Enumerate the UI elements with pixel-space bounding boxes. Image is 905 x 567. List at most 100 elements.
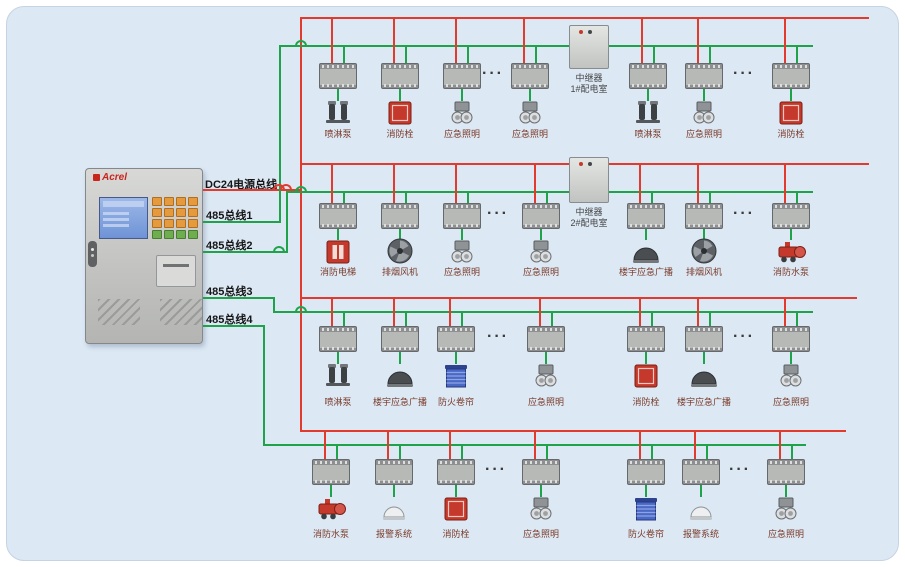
- bus-stub-line: [709, 311, 711, 326]
- panel-printer: [156, 255, 196, 287]
- device-drop-line: [455, 485, 457, 497]
- emergency-light-icon: [530, 358, 562, 388]
- diagram-layer: Acrel DC24电源总线 485总线1 485总线2 485总线3 485总…: [7, 7, 898, 560]
- wire-crossing-icon: [280, 184, 292, 190]
- device-drop-line: [461, 89, 463, 101]
- repeater-cabinet: [569, 157, 609, 203]
- bus-stub-line: [651, 191, 653, 203]
- device-drop-line: [393, 485, 395, 497]
- bus-stub-line: [399, 444, 401, 459]
- brand-text: Acrel: [102, 172, 128, 183]
- power-stub-line: [539, 297, 541, 326]
- power-stub-line: [641, 17, 643, 63]
- keypad-button: [176, 230, 186, 239]
- power-stub-line: [697, 163, 699, 203]
- rs485-line: [203, 251, 288, 253]
- device-label: 应急照明: [767, 529, 804, 539]
- repeater-name-label: 中继器: [575, 207, 603, 217]
- monitor-module: [772, 326, 810, 352]
- label-485-bus-2: 485总线2: [206, 240, 253, 252]
- bus-stub-line: [546, 191, 548, 203]
- power-stub-line: [393, 297, 395, 326]
- monitor-module: [319, 63, 357, 89]
- keypad-button: [164, 230, 174, 239]
- ellipsis: ···: [485, 461, 507, 478]
- device-drop-line: [645, 229, 647, 240]
- device-label: 楼宇应急广播: [676, 397, 731, 407]
- device-drop-line: [700, 485, 702, 497]
- device-label: 消防栓: [632, 397, 660, 407]
- panel-keypad: [152, 197, 198, 239]
- keypad-button: [188, 208, 198, 217]
- bus-stub-line: [405, 311, 407, 326]
- bus-stub-line: [651, 444, 653, 459]
- device-label: 消防栓: [777, 129, 805, 139]
- power-stub-line: [393, 163, 395, 203]
- monitor-module: [319, 203, 357, 229]
- device-label: 喷淋泵: [324, 129, 352, 139]
- bus-stub-line: [551, 311, 553, 326]
- keypad-button: [164, 219, 174, 228]
- bus-stub-line: [336, 444, 338, 459]
- smoke-fan-icon: [688, 234, 720, 264]
- keypad-button: [152, 219, 162, 228]
- emergency-light-icon: [525, 491, 557, 521]
- device-drop-line: [529, 89, 531, 101]
- monitor-module: [437, 459, 475, 485]
- acrel-logo-icon: [93, 174, 100, 181]
- power-stub-line: [393, 17, 395, 63]
- indicator-icon: [588, 30, 592, 34]
- panel-vent-icon: [98, 299, 140, 325]
- spray-pump-icon: [322, 95, 354, 125]
- device-label: 应急照明: [522, 529, 559, 539]
- monitor-module: [381, 203, 419, 229]
- diagram-board: Acrel DC24电源总线 485总线1 485总线2 485总线3 485总…: [6, 6, 899, 561]
- bus-stub-line: [343, 45, 345, 63]
- monitor-module: [443, 203, 481, 229]
- repeater-name-label: 中继器: [575, 73, 603, 83]
- power-stub-line: [387, 430, 389, 459]
- device-drop-line: [790, 352, 792, 364]
- bus-stub-line: [343, 311, 345, 326]
- device-drop-line: [545, 352, 547, 364]
- power-stub-line: [694, 430, 696, 459]
- rs485-bus-line: [279, 45, 813, 47]
- device-drop-line: [790, 229, 792, 240]
- bus-stub-line: [535, 45, 537, 63]
- monitor-module: [511, 63, 549, 89]
- device-label: 消防水泵: [772, 267, 809, 277]
- power-bus-line: [300, 297, 857, 299]
- bus-stub-line: [706, 444, 708, 459]
- indicator-icon: [588, 162, 592, 166]
- power-stub-line: [639, 297, 641, 326]
- device-label: 排烟风机: [381, 267, 418, 277]
- emergency-light-icon: [688, 95, 720, 125]
- monitor-module: [375, 459, 413, 485]
- keypad-button: [164, 197, 174, 206]
- rs485-bus-line: [286, 191, 813, 193]
- monitor-module: [685, 63, 723, 89]
- panel-lock-icon: [88, 241, 97, 267]
- ellipsis: ···: [487, 328, 509, 345]
- acrel-logo: Acrel: [93, 172, 127, 183]
- device-drop-line: [645, 485, 647, 497]
- power-stub-line: [639, 430, 641, 459]
- device-label: 应急照明: [772, 397, 809, 407]
- rs485-line: [203, 325, 265, 327]
- device-drop-line: [330, 485, 332, 497]
- rs485-line: [273, 297, 275, 313]
- bus-stub-line: [653, 45, 655, 63]
- device-drop-line: [399, 352, 401, 364]
- ellipsis: ···: [733, 65, 755, 82]
- device-drop-line: [399, 89, 401, 101]
- bus-stub-line: [467, 45, 469, 63]
- emergency-light-icon: [446, 95, 478, 125]
- fire-hydrant-icon: [384, 95, 416, 125]
- device-label: 应急照明: [511, 129, 548, 139]
- spray-pump-icon: [632, 95, 664, 125]
- device-drop-line: [703, 352, 705, 364]
- monitor-module: [381, 326, 419, 352]
- wire-crossing-icon: [273, 246, 285, 252]
- power-stub-line: [784, 17, 786, 63]
- bus-stub-line: [343, 191, 345, 203]
